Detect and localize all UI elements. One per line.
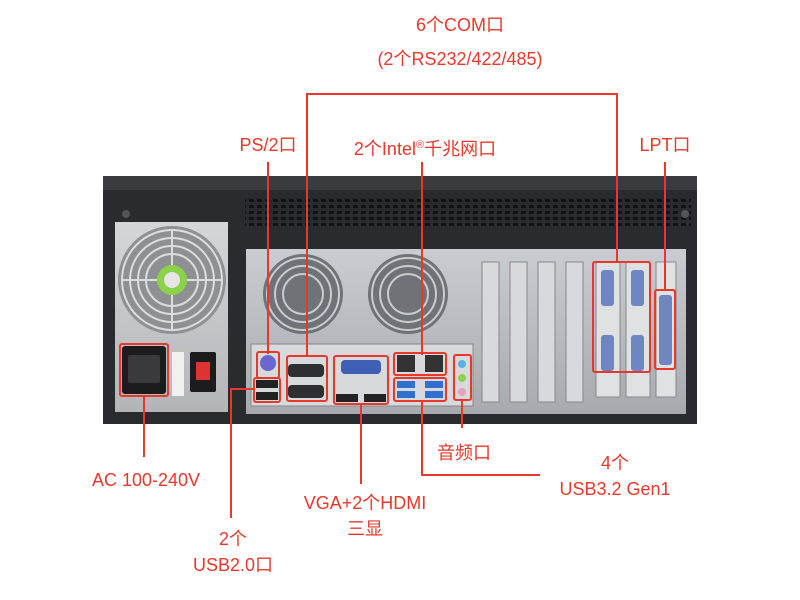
usb3-label-line2: USB3.2 Gen1: [559, 479, 671, 499]
registered-mark: ®: [415, 139, 425, 151]
power-supply: [115, 222, 228, 412]
audio-label: 音频口: [437, 443, 491, 463]
lan-label-pre: 2个Intel: [353, 139, 416, 159]
lan-label: 2个Intel®千兆网口: [320, 134, 530, 160]
ps2-label: PS/2口: [239, 135, 297, 155]
lan-label-post: 千兆网口: [424, 139, 497, 159]
com-label-line2: (2个RS232/422/485): [377, 49, 543, 69]
power-socket-icon: [122, 346, 166, 394]
io-backplate: [246, 249, 686, 414]
ac-label: AC 100-240V: [91, 470, 201, 490]
usb3-label-line1: 4个: [600, 453, 629, 473]
video-label-line2: 三显: [347, 519, 383, 539]
lpt-label: LPT口: [639, 135, 691, 155]
screw: [681, 210, 689, 218]
video-label-line1: VGA+2个HDMI: [303, 493, 427, 513]
top-vent-grille: [245, 196, 691, 226]
usb2-label-line2: USB2.0口: [192, 555, 274, 575]
com-label-line1: 6个COM口: [415, 15, 504, 35]
fan-icon: [118, 226, 226, 334]
power-switch-icon: [190, 352, 216, 392]
callout-lines: [119, 93, 676, 518]
usb2-label-line1: 2个: [218, 529, 247, 549]
screw: [122, 210, 130, 218]
